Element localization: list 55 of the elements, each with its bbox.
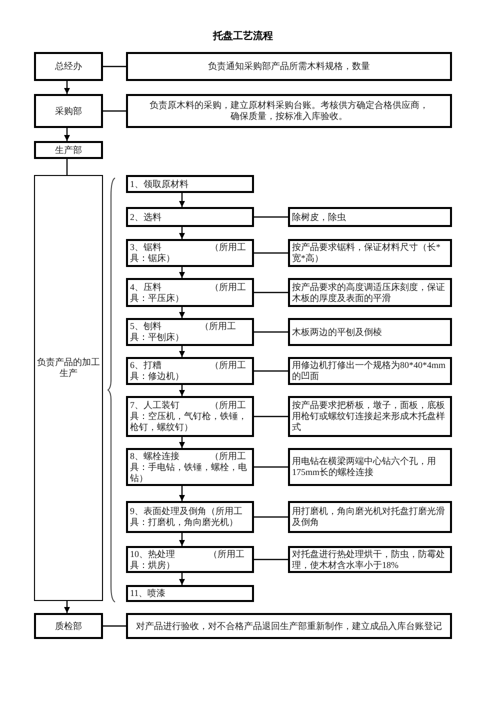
description-box: 负责通知采购部产品所需木料规格，数量 (126, 52, 452, 81)
description-box: 按产品要求把桥板，墩子，面板，底板用枪钉或螺纹钉连接起来形成木托盘样式 (288, 396, 452, 437)
arrow (179, 307, 185, 318)
connector-line (103, 66, 126, 68)
description-box: 对产品进行验收，对不合格产品退回生产部重新制作，建立成品入库台账登记 (126, 613, 452, 639)
arrow (179, 346, 185, 357)
department-box: 质检部 (34, 613, 103, 639)
process-box: 10、热处理 （所用工具：烘房） (126, 546, 254, 573)
arrow (179, 193, 185, 207)
description-box: 木板两边的平刨及倒棱 (288, 318, 452, 346)
connector-line (103, 110, 126, 112)
department-box: 生产部 (34, 141, 103, 159)
connector-line (254, 216, 288, 218)
description-box: 对托盘进行热处理烘干，防虫，防霉处理，使木材含水率小于18% (288, 546, 452, 573)
description-box: 按产品要求的高度调适压床刻度，保证木板的厚度及表面的平滑 (288, 278, 452, 307)
arrow (179, 385, 185, 396)
description-box: 除树皮，除虫 (288, 207, 452, 227)
connector-line (254, 370, 288, 372)
connector-line (254, 558, 288, 560)
arrow (179, 533, 185, 546)
arrow (179, 486, 185, 501)
process-box: 2、选料 (126, 207, 254, 227)
department-box: 采购部 (34, 94, 103, 128)
process-box: 11、喷漆 (126, 585, 254, 602)
arrow (64, 128, 70, 141)
title: 托盘工艺流程 (213, 31, 273, 43)
connector-line (103, 625, 126, 627)
connector-line (254, 331, 288, 333)
department-box: 总经办 (34, 52, 103, 81)
connector-line (254, 466, 288, 468)
description-box: 用打磨机，角向磨光机对托盘打磨光滑及倒角 (288, 501, 452, 533)
description-box: 按产品要求锯料，保证材料尺寸（长*宽*高） (288, 239, 452, 267)
process-box: 1、领取原材料 (126, 175, 254, 193)
process-box: 6、打糟 （所用工具：修边机） (126, 357, 254, 385)
connector-line (254, 516, 288, 518)
arrow (64, 601, 70, 613)
arrow (179, 267, 185, 278)
description-box: 负责原木料的采购，建立原材料采购台账。考核供方确定合格供应商，确保质量，按标准入库验收。 (126, 94, 452, 128)
description-box: 用电钻在横梁两端中心钻六个孔，用175mm长的螺栓连接 (288, 448, 452, 486)
connector-line (254, 292, 288, 294)
description-box: 用修边机打修出一个规格为80*40*4mm的凹面 (288, 357, 452, 385)
department-box: 负责产品的加工生产 (34, 175, 103, 601)
arrow (179, 573, 185, 585)
process-box: 5、刨料 （所用工具：平刨床） (126, 318, 254, 346)
process-box: 7、人工装钉 （所用工具：空压机，气钉枪，铁锤，枪钉，螺纹钉） (126, 396, 254, 437)
process-box: 8、螺栓连接 （所用工具：手电钻，铁锤，螺栓，电钻） (126, 448, 254, 486)
process-box: 4、压料 （所用工具：平压床） (126, 278, 254, 307)
connector-line (66, 159, 68, 175)
process-box: 9、表面处理及倒角（所用工具：打磨机，角向磨光机） (126, 501, 254, 533)
connector-line (254, 252, 288, 254)
connector-line (254, 416, 288, 418)
process-box: 3、锯料 （所用工具：锯床） (126, 239, 254, 267)
arrow (179, 437, 185, 448)
arrow (179, 227, 185, 239)
arrow (64, 81, 70, 94)
